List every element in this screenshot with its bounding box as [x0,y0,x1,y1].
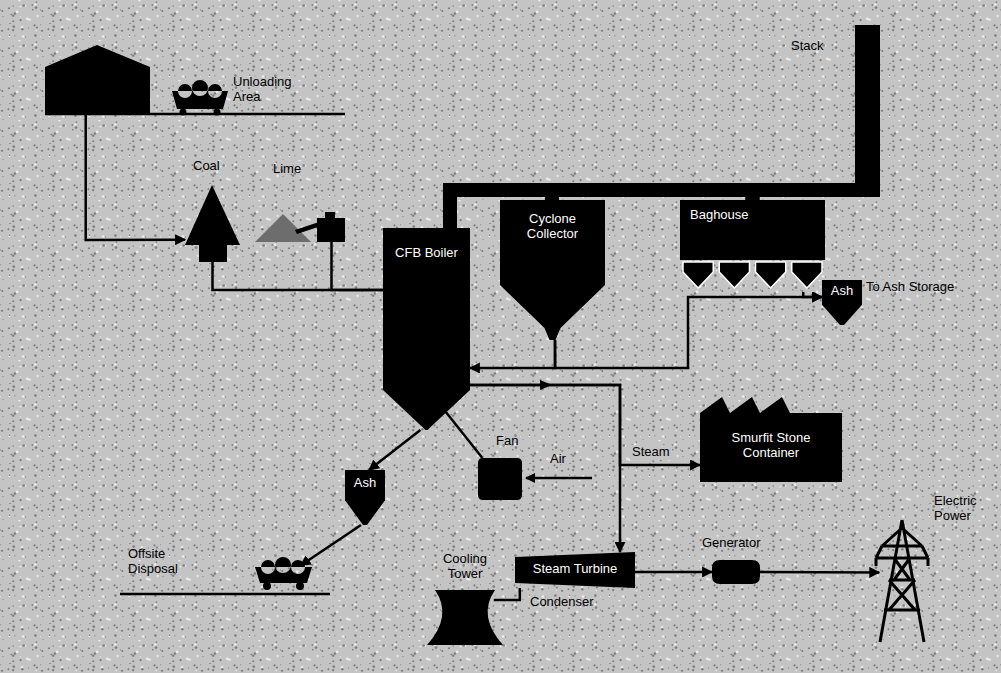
cooling-tower-outline [427,590,503,645]
baghouse-outline [683,262,713,288]
flow-line [446,412,483,458]
node-label: Ash [822,284,862,299]
ash-hopper: Ash [345,470,385,525]
flow-line [803,292,822,297]
part-label: Stack [791,39,847,54]
transmission-tower: Electric Power [872,520,932,642]
node-label: Smurfit Stone Container [708,431,834,461]
part-label: Fan [496,434,536,449]
part-label: Electric Power [934,494,992,524]
flow-line [369,430,420,470]
cyclone-collector-outline [500,200,605,340]
ground-line [120,593,330,596]
unloading-building-shape [45,45,230,113]
baghouse: Baghouse [680,200,825,292]
unloading-building: Unloading Area [45,45,230,113]
rail-car-outline [263,582,304,590]
ash-hopper: Ash [822,280,862,325]
part-label: Cooling Tower [429,552,501,582]
cooling-tower: Cooling Tower [425,590,505,645]
node-label: Steam Turbine [519,562,631,577]
steam-turbine: Steam Turbine [515,552,635,588]
node-label: Baghouse [690,208,780,223]
flow-line [301,525,361,566]
flow-line [470,340,555,368]
ground-line [45,113,345,116]
stack-outline [855,25,880,197]
stack-shape [855,25,880,197]
rail-car-outline [255,557,312,583]
cooling-tower-shape [425,590,505,645]
part-label: Generator [702,536,782,551]
flow-label: Air [550,452,580,467]
lime-feeder: Lime [255,200,345,242]
flow-line [635,571,712,574]
transmission-tower-shape [872,520,932,642]
air-arrow [526,477,592,480]
cyclone-collector: Cyclone Collector [500,200,605,340]
flow-line [470,385,700,465]
part-label: Offsite Disposal [128,547,190,577]
generator-outline [712,560,760,584]
coal-pile-outline [185,185,240,245]
boiler: CFB Boiler [383,228,470,430]
transmission-tower-outline [876,520,928,642]
unloading-building-outline [45,45,150,113]
part-label: Condenser [530,595,610,610]
node-label: Ash [345,476,385,491]
flow-label: Steam [630,445,672,460]
part-label: Coal [193,159,243,174]
baghouse-outline [719,262,749,288]
unloading-building-outline [172,80,228,109]
flow-line [332,242,384,290]
ash-hopper-outline [822,280,862,325]
part-label: Unloading Area [233,75,295,105]
lime-feeder-outline [325,212,335,218]
part-label: Lime [273,162,323,177]
boiler-outline [383,228,470,430]
ash-hopper-outline [345,470,385,525]
flow-line [494,588,520,600]
node-label: Cyclone Collector [512,212,593,242]
baghouse-outline [756,262,786,288]
destination-label: To Ash Storage [866,280,958,295]
coal-pile: Coal [185,185,240,262]
flow-line [760,571,879,574]
factory-outline [700,397,842,482]
rail-car-shape [255,555,312,590]
unloading-building-outline [180,109,221,116]
flue-duct [753,190,856,200]
steam-turbine-outline [515,552,635,588]
flow-line [213,262,384,290]
baghouse-outline [680,200,825,260]
flow-line [555,297,822,368]
fan-outline [478,458,522,500]
generator-shape [712,560,760,584]
factory: Smurfit Stone Container [700,395,842,482]
lime-feeder-outline [317,218,345,242]
lime-feeder-shape [255,200,345,242]
fan-shape [478,458,522,500]
generator: Generator [712,560,760,584]
coal-pile-shape [185,185,240,262]
flow-line [470,385,620,552]
flow-line [86,113,185,240]
stack: Stack [855,25,880,197]
node-label: CFB Boiler [387,246,466,261]
fan: Fan [478,458,522,500]
flue-duct [552,190,753,200]
baghouse-outline [792,262,822,288]
coal-pile-outline [199,245,227,262]
rail-car: Offsite Disposal [255,555,312,590]
